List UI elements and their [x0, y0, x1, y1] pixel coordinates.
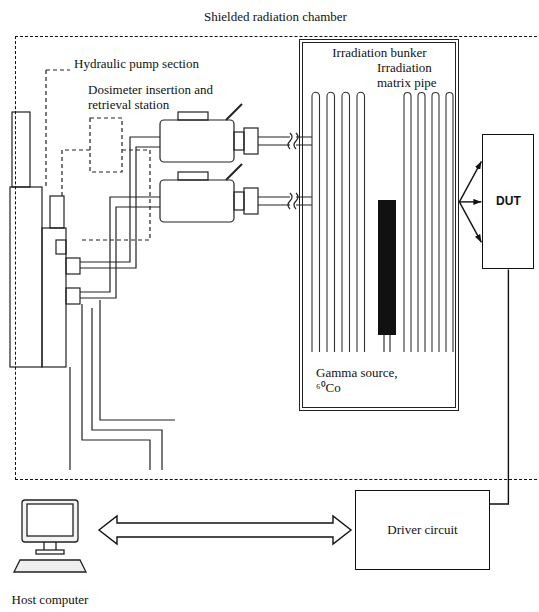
node-text: Driver circuit — [383, 523, 461, 538]
matrix-pipes — [312, 92, 453, 352]
break-mark — [288, 193, 298, 209]
matrix-pipe — [432, 93, 439, 353]
matrix-pipe — [446, 93, 453, 353]
driver-circuit-box: Driver circuit — [355, 490, 490, 570]
transfer-tube — [296, 197, 312, 205]
part-label: Dosimeter insertion and retrieval statio… — [88, 83, 220, 113]
monitor-stand — [44, 542, 56, 550]
signal-line — [490, 269, 508, 504]
station-coupler — [244, 128, 258, 154]
bidirectional-arrow — [99, 516, 351, 544]
pump-valve — [56, 240, 66, 254]
dut-box: DUT — [482, 134, 534, 269]
transfer-tube — [258, 137, 290, 145]
gamma-source — [378, 200, 396, 335]
station-lever — [226, 104, 242, 120]
station-coupler — [244, 188, 258, 214]
station-coupler — [234, 132, 244, 150]
pump-valve — [50, 196, 64, 228]
hydraulic-pipe — [80, 137, 160, 268]
part-label: Irradiation matrix pipe — [377, 61, 455, 91]
node-text: Shielded radiation chamber — [204, 10, 347, 25]
matrix-pipe — [312, 92, 320, 352]
station-coupler — [234, 192, 244, 210]
host-computer: Host computer — [5, 496, 95, 608]
matrix-pipe — [418, 93, 425, 353]
matrix-pipe — [342, 92, 350, 352]
pump-port — [66, 258, 80, 274]
signal-line — [459, 201, 481, 202]
pump-body — [10, 187, 42, 367]
station-cap — [178, 112, 208, 120]
hydraulic-pipe — [80, 197, 160, 298]
shielded-chamber: Shielded radiation chamberIrradiation bu… — [15, 36, 539, 480]
station-body — [160, 180, 234, 222]
screen — [27, 504, 73, 536]
dosimeter-station — [160, 104, 312, 162]
keyboard — [14, 560, 86, 572]
monitor — [22, 500, 78, 542]
station-lever — [226, 164, 242, 180]
station-body — [160, 120, 234, 162]
dosimeter-station — [160, 164, 312, 222]
transfer-tube — [258, 197, 290, 205]
break-mark — [288, 133, 298, 149]
matrix-pipe — [357, 92, 365, 352]
irradiation-bunker: Irradiation bunker — [299, 39, 459, 411]
part-label: Hydraulic pump section — [74, 57, 244, 72]
matrix-pipe — [404, 93, 411, 353]
pump-column — [12, 112, 30, 187]
node-text: DUT — [492, 195, 525, 209]
node-text: Irradiation bunker — [303, 46, 455, 61]
hydraulic-outline — [46, 70, 150, 240]
computer-icon — [14, 500, 86, 572]
station-cap — [178, 172, 208, 180]
signal-line — [459, 202, 481, 243]
pump-port — [66, 288, 80, 304]
transfer-tube — [296, 137, 312, 145]
matrix-pipe — [327, 92, 335, 352]
pump-body — [42, 228, 66, 367]
monitor-base — [36, 550, 64, 554]
part-label: Gamma source, ⁶⁰Co — [316, 366, 412, 396]
hydraulic-pipe — [70, 300, 175, 470]
signal-line — [459, 161, 481, 202]
pump-machinery — [10, 70, 175, 470]
node-text: Host computer — [5, 593, 95, 608]
source-tube — [384, 335, 390, 352]
